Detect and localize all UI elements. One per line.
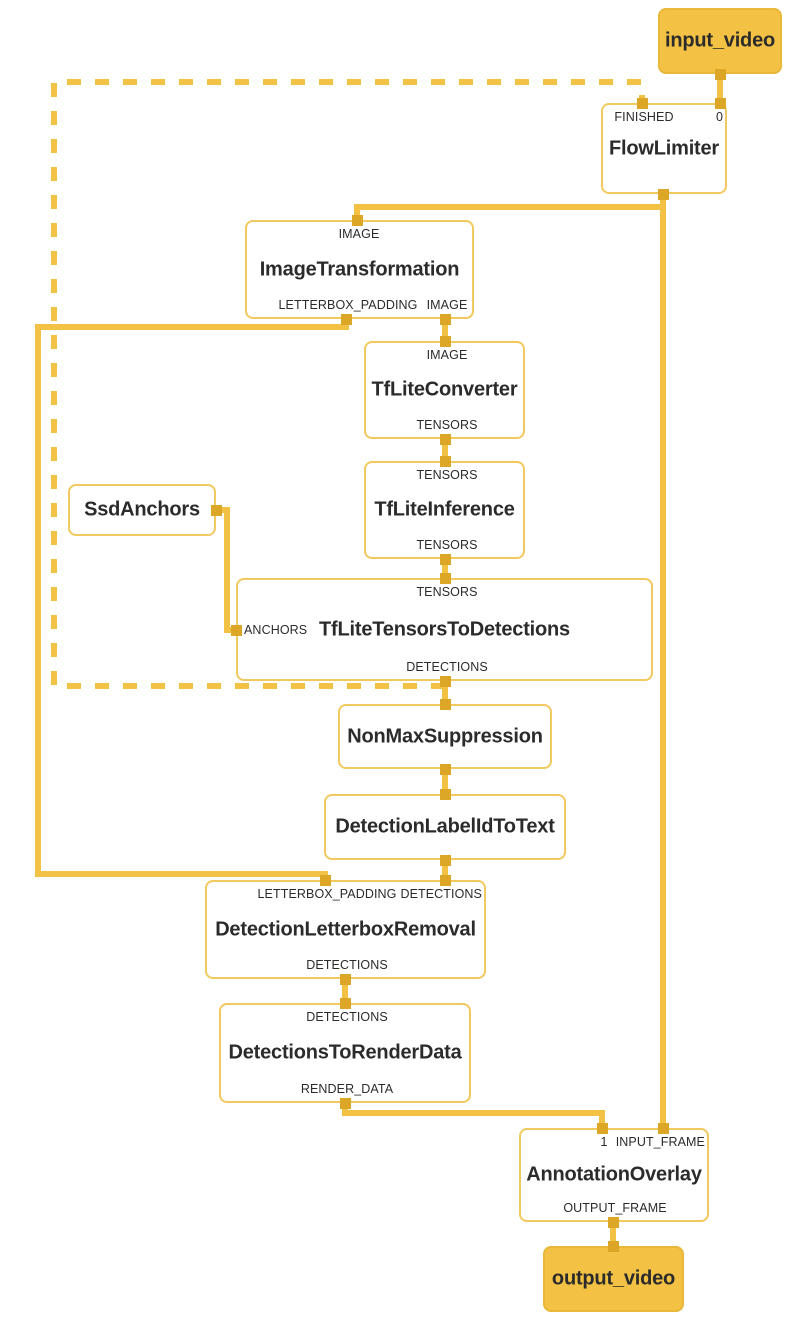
port-label-DETECTIONS-out: DETECTIONS [306,958,388,972]
port-label-TENSORS: TENSORS [416,585,478,599]
port-AnnotationOverlay-INPUT_FRAME[interactable] [657,1122,669,1134]
port-AnnotationOverlay-OUTPUT_FRAME[interactable] [607,1216,619,1228]
node-NonMaxSuppression[interactable]: NonMaxSuppression [338,704,552,769]
edge-DetectionsToRenderData-to-AnnotationOverlay [342,1103,605,1128]
edge-FlowLimiter-to-ImageTransformation [354,204,663,220]
node-label: NonMaxSuppression [347,725,543,747]
port-label-DETECTIONS-in: DETECTIONS [400,887,482,901]
port-DetectionLetterboxRemoval-DETECTIONS-out[interactable] [339,973,351,985]
port-label-IMAGE-out: IMAGE [426,298,468,312]
node-DetectionsToRenderData[interactable]: DetectionsToRenderData DETECTIONS RENDER_D… [219,1003,471,1103]
node-label: ImageTransformation [259,258,460,280]
port-label-TENSORS-in: TENSORS [416,468,478,482]
node-label: TfLiteInference [374,498,515,521]
node-output_video[interactable]: output_video [543,1246,684,1312]
port-label-LETTERBOX_PADDING: LETTERBOX_PADDING [278,298,418,312]
port-TfLiteTensorsToDetections-DETECTIONS[interactable] [439,675,451,687]
port-label-DETECTIONS: DETECTIONS [306,1010,388,1024]
node-label: DetectionsToRenderData [228,1041,462,1064]
port-DetectionLetterboxRemoval-DETECTIONS-in[interactable] [439,874,451,886]
port-input_video-out[interactable] [714,68,726,80]
port-ImageTransformation-LETTERBOX_PADDING[interactable] [340,313,352,325]
port-label-DETECTIONS: DETECTIONS [406,660,488,674]
port-TfLiteTensorsToDetections-ANCHORS[interactable] [230,624,242,636]
node-DetectionLetterboxRemoval[interactable]: DetectionLetterboxRemoval LETTERBOX_PADDI… [205,880,486,979]
port-DetectionLetterboxRemoval-LETTERBOX_PADDING[interactable] [319,874,331,886]
port-FlowLimiter-0[interactable] [714,97,726,109]
port-FlowLimiter-out[interactable] [657,188,669,200]
port-FlowLimiter-FINISHED[interactable] [636,97,648,109]
node-label: TfLiteTensorsToDetections [319,618,570,640]
port-label-0: 0 [715,110,723,124]
node-TfLiteConverter[interactable]: TfLiteConverter IMAGE TENSORS [364,341,525,439]
node-label: output_video [551,1267,676,1290]
node-SsdAnchors[interactable]: SsdAnchors [68,484,216,536]
node-label: FlowLimiter [608,137,720,159]
port-TfLiteConverter-TENSORS[interactable] [439,433,451,445]
port-label-IMAGE-in: IMAGE [338,227,380,241]
port-DetectionLabelIdToText-in[interactable] [439,788,451,800]
port-label-TENSORS-out: TENSORS [416,538,478,552]
node-AnnotationOverlay[interactable]: AnnotationOverlay 1 INPUT_FRAME OUTPUT_FRAM… [519,1128,709,1222]
port-label-1: 1 [600,1135,608,1149]
port-AnnotationOverlay-1[interactable] [596,1122,608,1134]
port-label-RENDER_DATA: RENDER_DATA [300,1082,394,1096]
port-TfLiteConverter-IMAGE[interactable] [439,335,451,347]
port-DetectionLabelIdToText-out[interactable] [439,854,451,866]
edge-SsdAnchors-to-ANCHORS [216,507,236,633]
port-ImageTransformation-IMAGE-in[interactable] [351,214,363,226]
port-NonMaxSuppression-in[interactable] [439,698,451,710]
port-label-TENSORS: TENSORS [416,418,478,432]
port-label-OUTPUT_FRAME: OUTPUT_FRAME [563,1201,667,1215]
port-label-IMAGE: IMAGE [426,348,468,362]
port-label-LETTERBOX_PADDING: LETTERBOX_PADDING [257,887,397,901]
port-TfLiteInference-TENSORS-in[interactable] [439,455,451,467]
node-FlowLimiter[interactable]: FlowLimiter FINISHED 0 [601,103,727,194]
port-TfLiteInference-TENSORS-out[interactable] [439,553,451,565]
node-input_video[interactable]: input_video [658,8,782,74]
node-label: AnnotationOverlay [526,1163,702,1186]
port-ImageTransformation-IMAGE-out[interactable] [439,313,451,325]
node-label: SsdAnchors [84,498,200,521]
port-DetectionsToRenderData-RENDER_DATA[interactable] [339,1097,351,1109]
port-DetectionsToRenderData-DETECTIONS[interactable] [339,997,351,1009]
port-label-ANCHORS: ANCHORS [244,622,308,637]
node-TfLiteTensorsToDetections[interactable]: TfLiteTensorsToDetections TENSORS ANCHORS D… [236,578,653,681]
port-label-INPUT_FRAME: INPUT_FRAME [615,1135,705,1149]
port-SsdAnchors-out[interactable] [210,504,222,516]
node-label: TfLiteConverter [371,378,518,401]
node-DetectionLabelIdToText[interactable]: DetectionLabelIdToText [324,794,566,860]
port-TfLiteTensorsToDetections-TENSORS[interactable] [439,572,451,584]
port-NonMaxSuppression-out[interactable] [439,763,451,775]
node-label: input_video [664,29,776,52]
port-label-FINISHED: FINISHED [614,110,674,124]
port-output_video-in[interactable] [607,1240,619,1252]
node-label: DetectionLabelIdToText [335,815,555,838]
node-label: DetectionLetterboxRemoval [215,918,476,940]
